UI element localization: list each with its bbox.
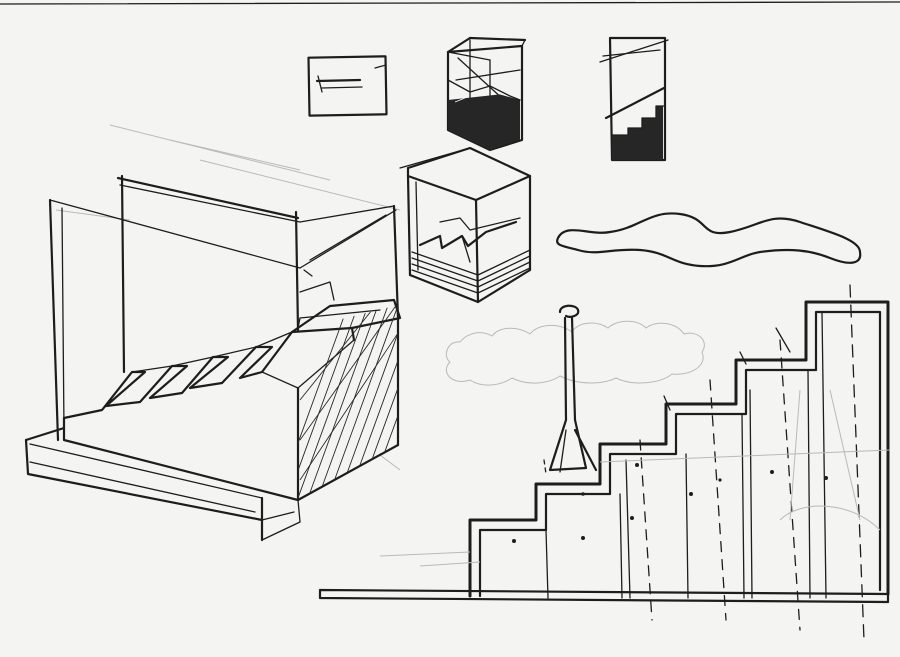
stair-shadow-hatching [298, 305, 398, 500]
wavy-blob-shape [556, 212, 862, 268]
axonometric-stair-sketch [24, 124, 402, 542]
small-stair-cube-sketch [399, 146, 532, 304]
small-cube-shaded-sketch [446, 36, 527, 152]
back-wall-left-edge [120, 174, 126, 374]
stepped-facade-elevation [318, 284, 891, 641]
stair-steps-profile [62, 326, 356, 420]
small-plan-box-sketch [307, 55, 388, 117]
left-panel-edge [48, 198, 60, 442]
stair-base-plinth [24, 438, 264, 522]
stair-top-landing [290, 298, 402, 334]
facade-ground-line [318, 588, 890, 604]
tower-base [548, 418, 588, 472]
facade-step-outline [468, 300, 890, 598]
page-edge-line [0, 1, 900, 5]
tower-cap [558, 304, 580, 318]
faint-cloud-outline [445, 320, 705, 386]
pencil-smudge [379, 551, 471, 557]
small-elevation-shaded-sketch [599, 36, 669, 162]
